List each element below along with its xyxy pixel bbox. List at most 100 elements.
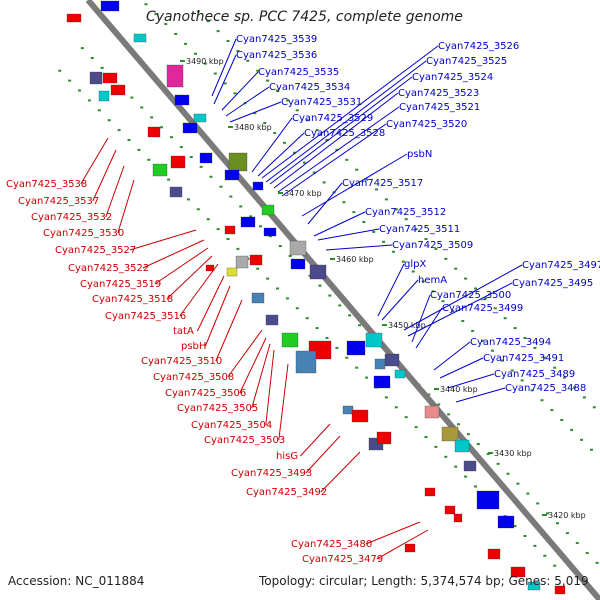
tick-dot [256, 267, 260, 270]
gene-label[interactable]: Cyan7425_3492 [246, 487, 327, 498]
gene-label[interactable]: psbN [407, 149, 432, 160]
tick-dot [295, 109, 299, 112]
leader-line [415, 307, 443, 349]
tick-dot [540, 399, 544, 402]
gene-label[interactable]: Cyan7425_3506 [165, 388, 246, 399]
gene-label[interactable]: tatA [173, 326, 194, 337]
gene-label[interactable]: Cyan7425_3519 [80, 279, 161, 290]
gene-label[interactable]: Cyan7425_3522 [68, 263, 149, 274]
tick-dot [335, 346, 339, 349]
tick-dot [213, 72, 217, 75]
tick-dot [556, 522, 560, 525]
tick-dot [513, 525, 517, 528]
gene-label[interactable]: psbH [181, 341, 206, 352]
gene-label[interactable]: Cyan7425_3521 [399, 102, 480, 113]
leader-line [117, 179, 135, 234]
tick-dot [305, 317, 309, 320]
tick-dot [546, 512, 550, 515]
gene-label[interactable]: Cyan7425_3538 [6, 179, 87, 190]
tick-dot [466, 433, 470, 436]
tick-dot [570, 428, 574, 431]
gene-label[interactable]: hemA [418, 275, 447, 286]
tick-dot [342, 201, 346, 204]
gene-label[interactable]: Cyan7425_3495 [512, 278, 593, 289]
accession-text: Accession: NC_011884 [8, 574, 145, 588]
gene-label[interactable]: Cyan7425_3530 [43, 228, 124, 239]
tick-dot [394, 208, 398, 211]
gene-label[interactable]: Cyan7425_3493 [231, 468, 312, 479]
gene-feature [290, 258, 306, 270]
kbp-label: 3420 kbp [548, 511, 586, 520]
gene-label[interactable]: Cyan7425_3516 [105, 311, 186, 322]
tick-dot [500, 359, 504, 362]
tick-dot [249, 215, 253, 218]
gene-label[interactable]: Cyan7425_3527 [55, 245, 136, 256]
tick-dot [483, 297, 487, 300]
tick-dot [140, 106, 144, 109]
gene-label[interactable]: Cyan7425_3504 [191, 420, 272, 431]
tick-dot [226, 40, 230, 43]
tick-dot [150, 116, 154, 119]
tick-dot [434, 247, 438, 250]
gene-label[interactable]: Cyan7425_3494 [470, 337, 551, 348]
gene-label[interactable]: Cyan7425_3517 [342, 178, 423, 189]
gene-label[interactable]: Cyan7425_3518 [92, 294, 173, 305]
gene-label[interactable]: Cyan7425_3536 [236, 50, 317, 61]
tick-dot [523, 336, 527, 339]
gene-label[interactable]: Cyan7425_3523 [398, 88, 479, 99]
gene-label[interactable]: Cyan7425_3531 [281, 97, 362, 108]
gene-label[interactable]: Cyan7425_3503 [204, 435, 285, 446]
tick-dot [137, 148, 141, 151]
gene-feature [487, 548, 501, 560]
tick-dot [130, 96, 134, 99]
tick-dot [414, 228, 418, 231]
gene-label[interactable]: Cyan7425_3509 [392, 240, 473, 251]
gene-label[interactable]: Cyan7425_3499 [442, 303, 523, 314]
gene-label[interactable]: Cyan7425_3491 [483, 353, 564, 364]
gene-label[interactable]: Cyan7425_3512 [365, 207, 446, 218]
tick-dot [206, 218, 210, 221]
gene-label[interactable]: Cyan7425_3524 [412, 72, 493, 83]
tick-dot [90, 56, 94, 59]
tick-dot [592, 406, 596, 409]
gene-label[interactable]: Cyan7425_3535 [258, 67, 339, 78]
gene-label[interactable]: Cyan7425_3526 [438, 41, 519, 52]
gene-label[interactable]: glpX [404, 259, 426, 270]
gene-label[interactable]: Cyan7425_3511 [379, 224, 460, 235]
tick-dot [268, 235, 272, 238]
gene-label[interactable]: Cyan7425_3500 [430, 290, 511, 301]
gene-label[interactable]: Cyan7425_3505 [177, 403, 258, 414]
gene-label[interactable]: Cyan7425_3532 [31, 212, 112, 223]
gene-feature [554, 585, 566, 595]
tick-dot [315, 327, 319, 330]
gene-label[interactable]: Cyan7425_3488 [505, 383, 586, 394]
tick-dot [481, 339, 485, 342]
gene-label[interactable]: Cyan7425_3510 [141, 356, 222, 367]
gene-label[interactable]: Cyan7425_3480 [291, 539, 372, 550]
gene-label[interactable]: Cyan7425_3525 [426, 56, 507, 67]
tick-dot [355, 168, 359, 171]
gene-label[interactable]: Cyan7425_3534 [269, 82, 350, 93]
gene-feature [289, 240, 307, 256]
gene-feature [174, 94, 190, 106]
tick-dot [447, 413, 451, 416]
tick-dot [295, 307, 299, 310]
gene-label[interactable]: Cyan7425_3479 [302, 554, 383, 565]
tick-dot [510, 369, 514, 372]
gene-label[interactable]: Cyan7425_3529 [292, 113, 373, 124]
tick-dot [239, 205, 243, 208]
gene-label[interactable]: Cyan7425_3520 [386, 119, 467, 130]
gene-label[interactable]: Cyan7425_3497 [522, 260, 600, 271]
leader-line [307, 182, 343, 225]
gene-label[interactable]: Cyan7425_3489 [494, 369, 575, 380]
tick-dot [575, 542, 579, 545]
kbp-label: 3470 kbp [284, 189, 322, 198]
tick-dot [325, 139, 329, 142]
gene-feature [309, 264, 327, 280]
leader-line [211, 38, 237, 97]
gene-label[interactable]: Cyan7425_3539 [236, 34, 317, 45]
gene-label[interactable]: Cyan7425_3508 [153, 372, 234, 383]
gene-label[interactable]: Cyan7425_3537 [18, 196, 99, 207]
gene-label[interactable]: hisG [276, 451, 298, 462]
